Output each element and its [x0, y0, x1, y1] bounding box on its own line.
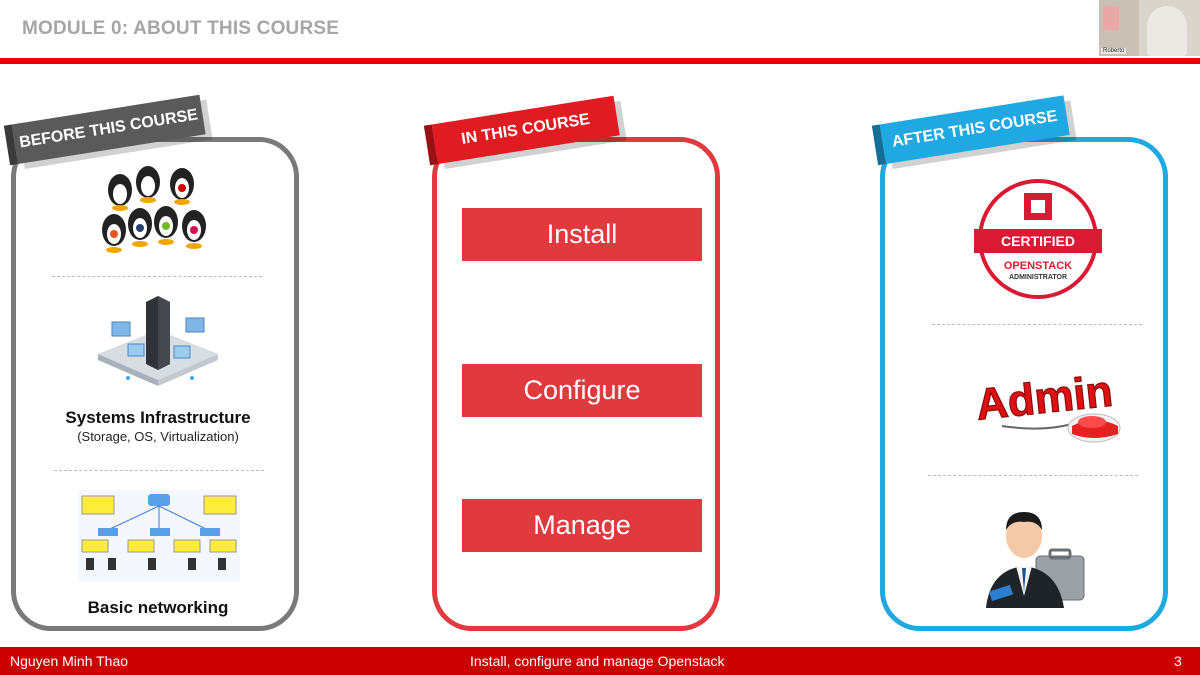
footer-author: Nguyen Minh Thao: [10, 653, 129, 669]
badge-administrator-text: ADMINISTRATOR: [1009, 274, 1067, 281]
webcam-name: Roberto: [1101, 48, 1127, 54]
header-title: MODULE 0: ABOUT THIS COURSE: [22, 18, 340, 39]
networking-label: Basic networking: [87, 598, 229, 617]
manage-button[interactable]: Manage: [462, 499, 702, 552]
administrator-person-icon: [986, 512, 1085, 608]
configure-button[interactable]: Configure: [462, 364, 702, 417]
openstack-logo-icon: [1024, 193, 1052, 220]
server-infrastructure-image: [98, 296, 218, 386]
admin-mouse-image: Admin: [973, 366, 1121, 443]
infra-subtitle: (Storage, OS, Virtualization): [77, 429, 239, 444]
webcam-thumbnail[interactable]: Roberto: [1099, 0, 1200, 56]
badge-certified-text: CERTIFIED: [1001, 233, 1075, 249]
linux-penguins-image: [102, 166, 206, 253]
footer-page-number: 3: [1174, 653, 1182, 669]
certified-openstack-badge: CERTIFIED OPENSTACK ADMINISTRATOR: [974, 179, 1102, 299]
penguin-icon: [108, 174, 132, 211]
footer-bar: Nguyen Minh Thao Install, configure and …: [0, 647, 1200, 675]
infra-title: Systems Infrastructure: [65, 408, 251, 427]
before-divider-2: [54, 470, 264, 471]
network-diagram-image: [78, 490, 240, 582]
after-divider-2: [928, 475, 1138, 476]
before-divider-1: [52, 276, 262, 277]
install-button[interactable]: Install: [462, 208, 702, 261]
badge-openstack-text: OPENSTACK: [1004, 260, 1072, 272]
header-divider: [0, 58, 1200, 64]
footer-course-title: Install, configure and manage Openstack: [470, 653, 725, 669]
after-divider-1: [932, 324, 1142, 325]
